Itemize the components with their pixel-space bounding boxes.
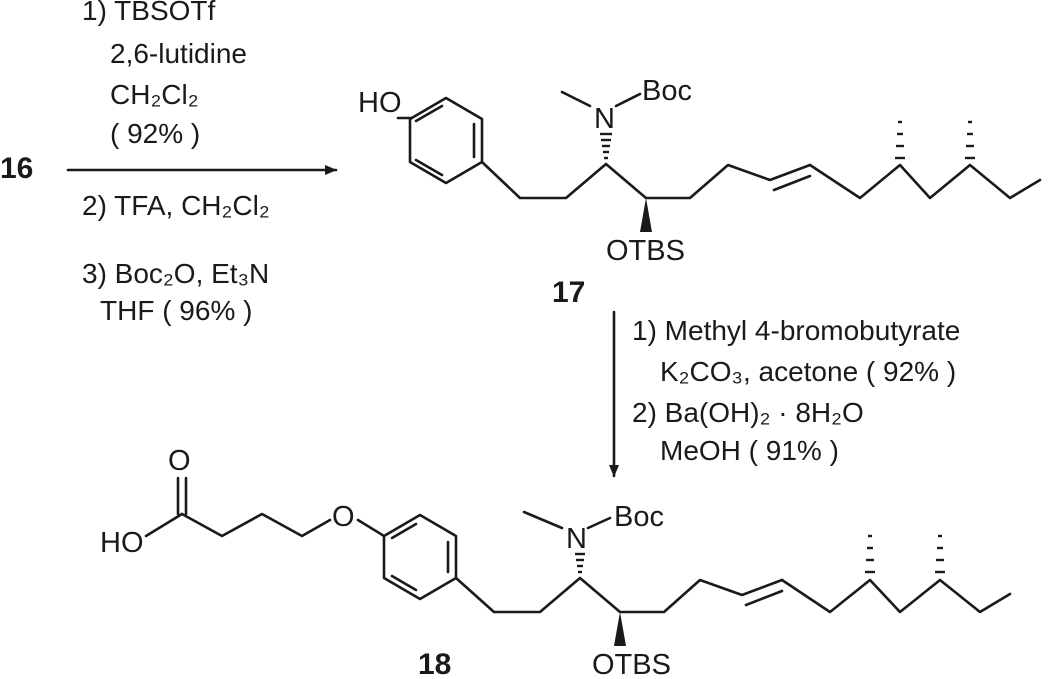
hashed-bond-methyl-1	[895, 120, 905, 160]
hashed-bond-n	[600, 132, 612, 160]
hashed-bond-methyl-18-2	[935, 534, 945, 574]
nitrogen-label: N	[594, 103, 615, 135]
carbonyl-oxygen-label: O	[168, 445, 191, 477]
compound-18-label: 18	[418, 648, 451, 679]
boc-label-18: Boc	[614, 501, 664, 533]
step1-reagent-1-line1: 1) TBSOTf	[82, 0, 216, 26]
step2-reagent-1-line1: 1) Methyl 4-bromobutyrate	[632, 315, 960, 346]
step1-conditions: 1) TBSOTf 2,6-lutidine CH₂Cl₂ ( 92% ) 2)…	[82, 0, 270, 326]
compound-18-structure: O HO O N Boc OTBS	[100, 445, 1012, 679]
step1-reagent-2: 2) TFA, CH₂Cl₂	[82, 190, 270, 221]
step2-conditions: 1) Methyl 4-bromobutyrate K₂CO₃, acetone…	[632, 315, 960, 466]
acid-hydroxyl-label: HO	[100, 527, 144, 559]
step1-reagent-3-line1: 3) Boc₂O, Et₃N	[82, 258, 269, 289]
ether-oxygen-label: O	[332, 501, 355, 533]
wedge-bond-otbs-18	[614, 612, 626, 646]
wedge-bond-otbs	[640, 198, 652, 232]
step2-reagent-2-line2: MeOH ( 91% )	[660, 435, 839, 466]
step2-reagent-2-line1: 2) Ba(OH)₂ · 8H₂O	[632, 397, 864, 428]
hydroxyl-label: HO	[358, 87, 402, 119]
compound-17-label: 17	[552, 276, 585, 309]
step1-reagent-1-line3: CH₂Cl₂	[110, 79, 199, 110]
otbs-label-18: OTBS	[592, 649, 671, 679]
step2-reagent-1-line2: K₂CO₃, acetone ( 92% )	[660, 356, 956, 387]
compound-17-structure: HO N Boc OTBS	[358, 75, 1042, 267]
step1-reagent-1-line4: ( 92% )	[110, 118, 200, 149]
step1-reagent-1-line2: 2,6-lutidine	[110, 38, 247, 69]
nitrogen-label-18: N	[566, 523, 587, 555]
hashed-bond-methyl-2	[965, 120, 975, 160]
compound-16-label: 16	[0, 152, 33, 185]
hashed-bond-n-18	[575, 552, 585, 574]
hashed-bond-methyl-18-1	[865, 534, 875, 574]
step1-reagent-3-line2: THF ( 96% )	[100, 295, 252, 326]
boc-label: Boc	[642, 75, 692, 107]
otbs-label: OTBS	[606, 235, 685, 267]
